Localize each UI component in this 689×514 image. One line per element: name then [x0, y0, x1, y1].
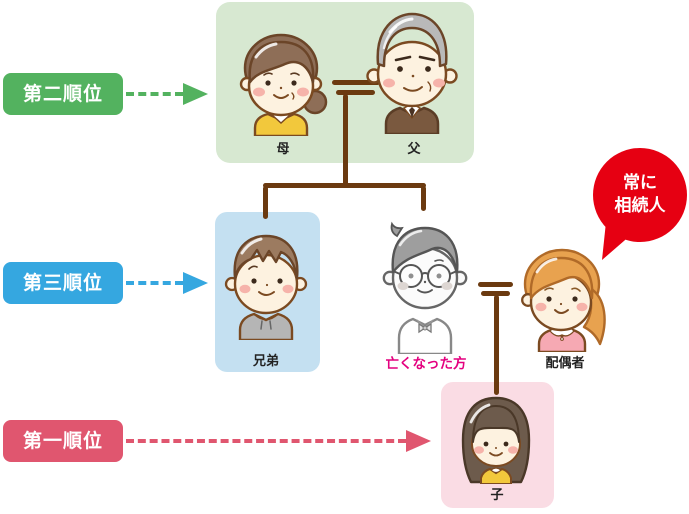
couple-marriage-bar-top: [478, 282, 513, 287]
rank-third-arrow-line: [126, 281, 183, 285]
rank-third-label: 第三順位: [3, 262, 123, 304]
parents-descent-line: [343, 94, 348, 188]
rank-second-arrow-head: [183, 83, 208, 105]
rank-first-label: 第一順位: [3, 420, 123, 462]
rank-third-arrow-head: [183, 272, 208, 294]
child-illustration: [461, 396, 531, 484]
bubble-text-line2: 相続人: [614, 196, 666, 216]
bubble-text-line1: 常に: [623, 173, 657, 194]
child-descent-line: [494, 295, 499, 395]
sibling-drop-line: [263, 186, 268, 219]
child-label: 子: [490, 488, 504, 503]
rank-second-arrow-line: [126, 92, 183, 96]
parents-marriage-bar-top: [332, 80, 380, 85]
mother-label: 母: [276, 142, 290, 157]
mother-illustration: [239, 33, 328, 136]
spouse-illustration: [521, 248, 606, 352]
sibling-illustration: [224, 234, 308, 340]
deceased-label: 亡くなった方: [385, 356, 467, 372]
bubble-tail: [602, 222, 632, 260]
siblings-horizontal-line: [263, 183, 426, 188]
spouse-label: 配偶者: [545, 356, 585, 371]
parents-marriage-bar-bottom: [336, 90, 375, 95]
father-label: 父: [407, 142, 421, 157]
rank-first-arrow-head: [406, 430, 431, 452]
couple-marriage-bar-bottom: [481, 291, 510, 296]
father-illustration: [366, 12, 458, 134]
deceased-drop-line: [421, 186, 426, 211]
sibling-label: 兄弟: [252, 354, 279, 369]
rank-second-label: 第二順位: [3, 73, 123, 115]
rank-first-arrow-line: [126, 439, 406, 443]
deceased-illustration: [382, 221, 468, 354]
